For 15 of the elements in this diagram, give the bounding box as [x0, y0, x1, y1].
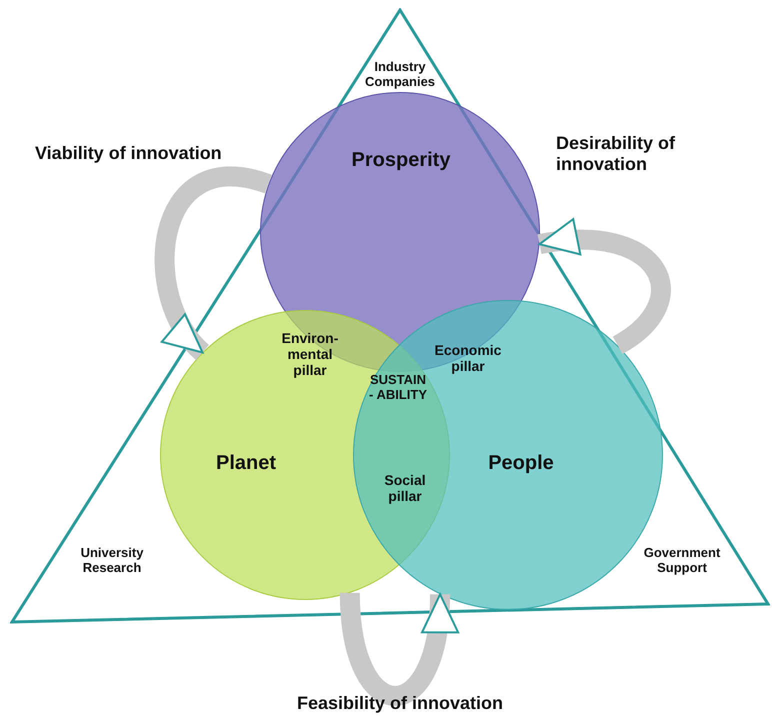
annotation-text: Desirability of innovation [556, 133, 676, 174]
region-label: Environ- mental pillar [280, 330, 340, 378]
corner-label: Industry Companies [364, 60, 436, 90]
region-label: SUSTAIN - ABILITY [368, 373, 428, 403]
annotation-text: Viability of innovation [35, 143, 223, 164]
circle-label: People [487, 452, 555, 475]
annotation-text: Feasibility of innovation [296, 693, 504, 714]
region-label: Economic pillar [434, 342, 502, 374]
circle-label: Prosperity [350, 149, 452, 172]
region-label: Social pillar [383, 472, 427, 504]
curved-arrow [340, 592, 457, 706]
curved-arrow [538, 220, 671, 354]
corner-label: University Research [80, 546, 144, 576]
corner-label: Government Support [642, 546, 722, 576]
circle-label: Planet [214, 452, 278, 475]
